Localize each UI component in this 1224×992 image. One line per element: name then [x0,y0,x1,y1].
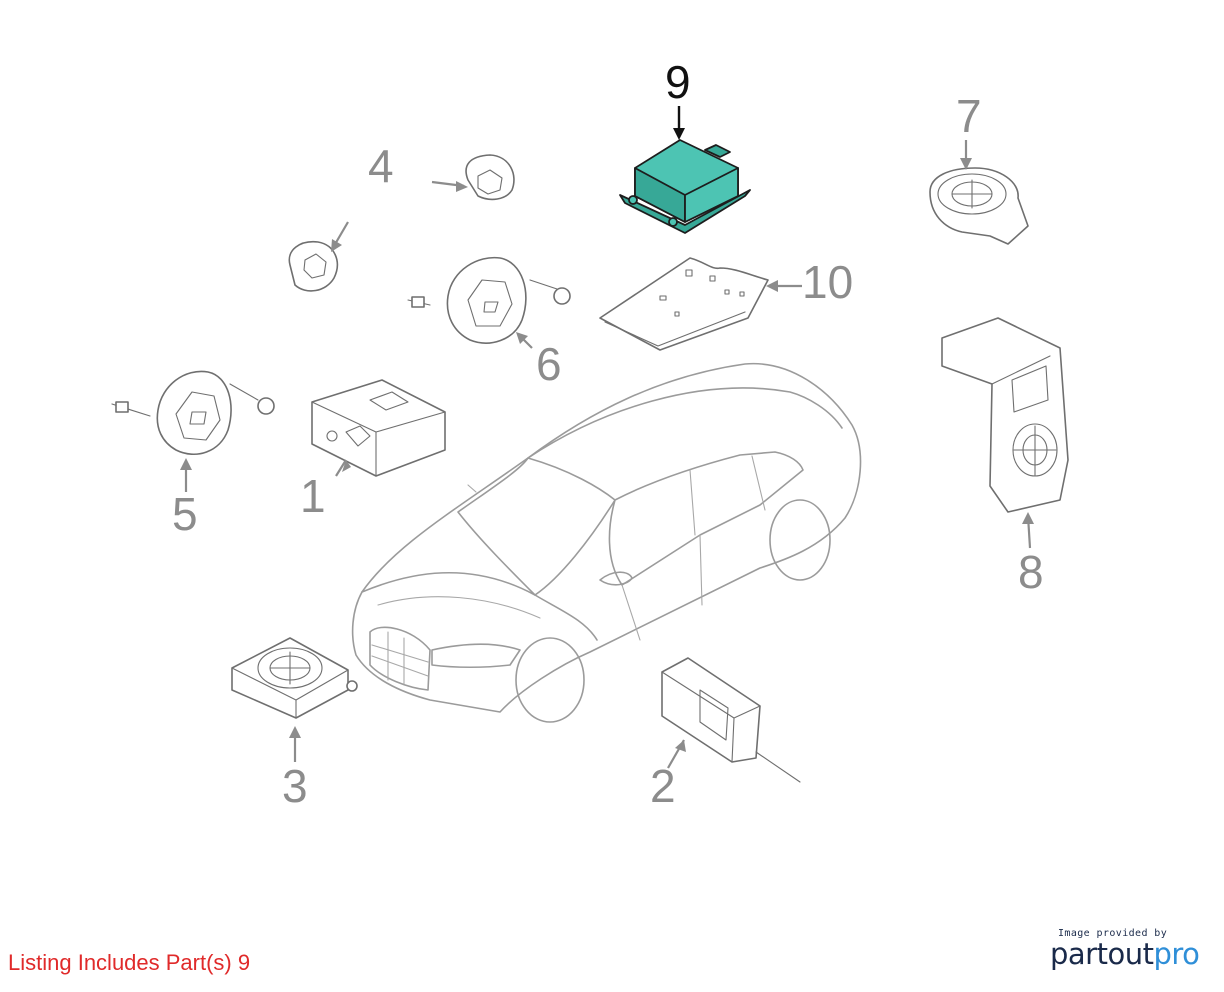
callout-leaders [180,106,1034,769]
callout-4: 4 [368,140,394,192]
callout-1: 1 [300,470,326,522]
callout-3: 3 [282,760,308,812]
callout-2: 2 [650,760,676,812]
callout-5: 5 [172,488,198,540]
callout-8: 8 [1018,546,1044,598]
part-6-door-speaker[interactable] [407,256,571,344]
part-7-rear-speaker[interactable] [929,167,1029,245]
part-2-module-with-cable[interactable] [661,657,801,783]
brand-name-part2: pro [1153,937,1200,971]
brand-name: partoutpro [1050,939,1210,969]
part-10-mounting-plate[interactable] [599,257,769,351]
part-9-control-module[interactable] [619,139,751,234]
listing-note: Listing Includes Part(s) 9 [8,950,251,975]
brand-logo: Image provided by partoutpro [1050,928,1210,969]
part-1-amplifier[interactable] [311,379,446,477]
callout-7: 7 [956,90,982,142]
callout-9: 9 [665,56,691,108]
part-3-subwoofer[interactable] [231,637,358,719]
part-4-bushings[interactable] [288,154,515,292]
brand-name-part1: partout [1050,937,1154,971]
brand-caption: Image provided by [1058,928,1168,939]
part-5-speaker[interactable] [111,370,275,455]
callout-10: 10 [802,256,853,308]
car-outline [351,362,862,723]
part-8-subwoofer-enclosure[interactable] [941,317,1069,513]
callout-6: 6 [536,338,562,390]
